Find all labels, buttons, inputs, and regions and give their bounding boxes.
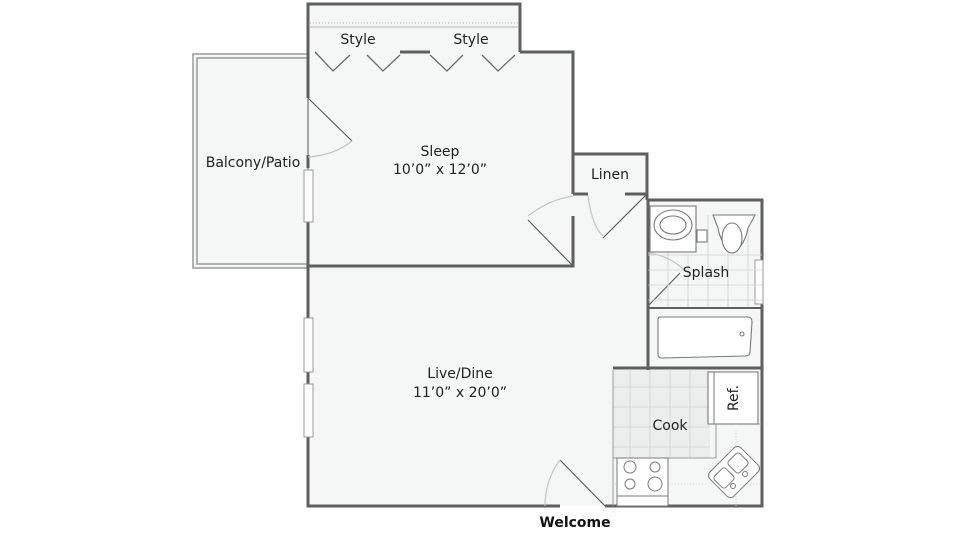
kitchen-sink <box>707 445 761 499</box>
linen-closet-label: Linen <box>590 167 630 183</box>
living-room-label: Live/Dine <box>427 366 493 382</box>
kitchen-label: Cook <box>652 418 688 434</box>
bath-tile <box>648 215 762 307</box>
walls <box>306 4 764 508</box>
range-stove <box>616 457 669 507</box>
sleep-room-size: 10’0” x 12’0” <box>392 162 488 178</box>
kitchen <box>612 370 762 507</box>
windows <box>303 169 764 438</box>
living-room-size: 11’0” x 20’0” <box>412 385 508 401</box>
balcony-label: Balcony/Patio <box>205 155 301 171</box>
style-closet-left-label: Style <box>340 32 376 48</box>
sleep-room-label: Sleep <box>420 144 460 160</box>
entry-label: Welcome <box>539 515 611 531</box>
refrigerator-label: Ref. <box>726 384 742 412</box>
bathroom-label: Splash <box>682 265 730 281</box>
style-closet-right-label: Style <box>453 32 489 48</box>
doors <box>307 97 685 507</box>
bathroom-fixtures <box>648 205 762 359</box>
